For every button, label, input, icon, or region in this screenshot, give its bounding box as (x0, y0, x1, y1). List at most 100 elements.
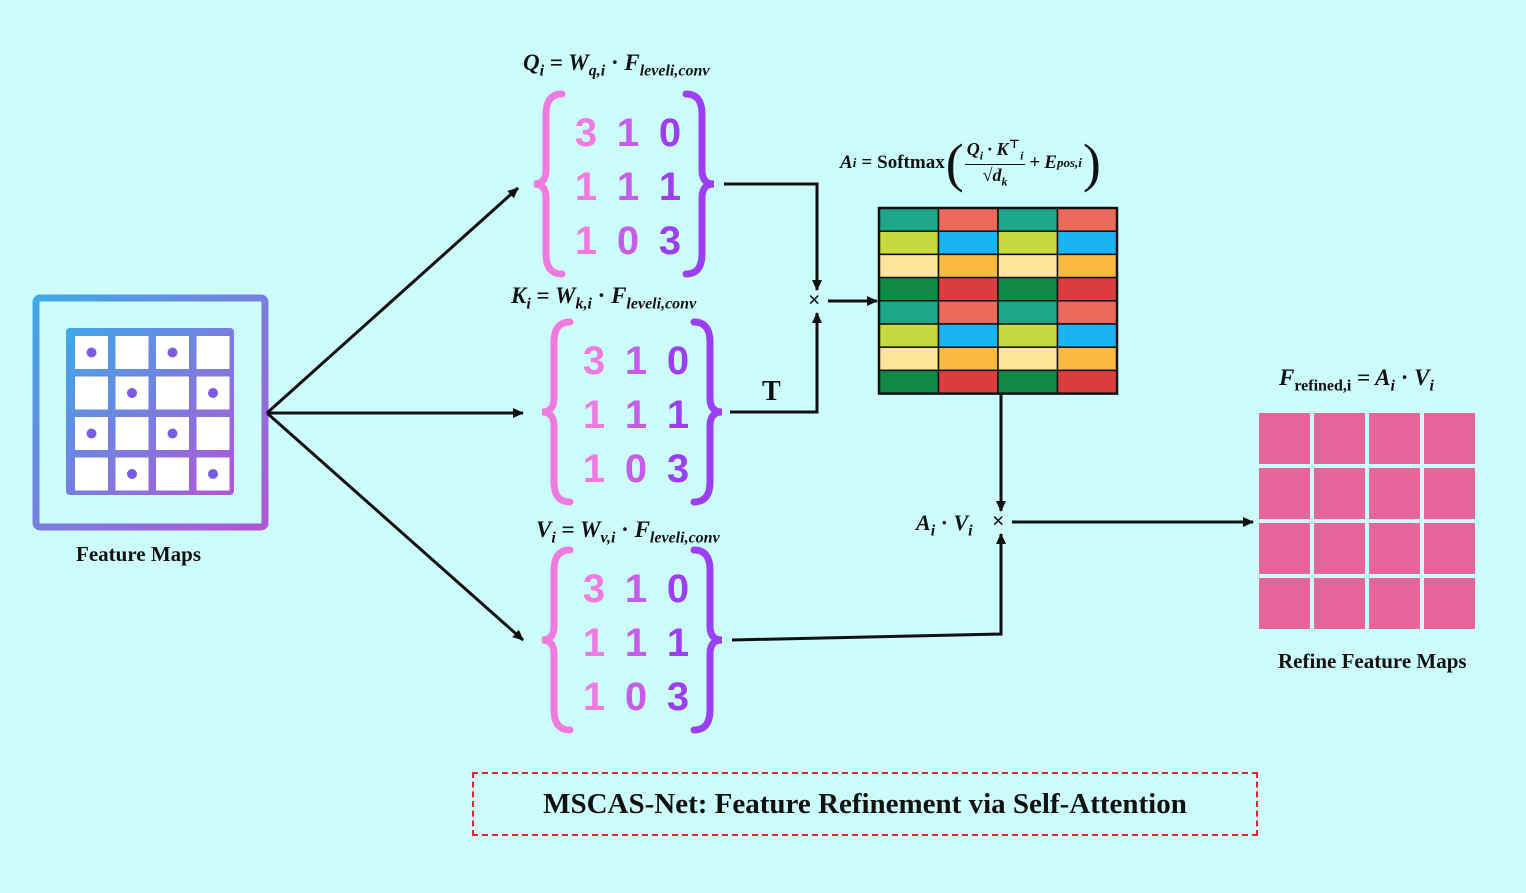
matrix-value: 3 (667, 675, 689, 719)
attention-cell (997, 369, 1059, 395)
left-brace (541, 546, 574, 734)
refined-cell (1259, 413, 1310, 464)
right-brace (682, 90, 715, 278)
feature-maps-label: Feature Maps (76, 542, 202, 566)
qk-connectors (724, 182, 878, 414)
key-equation: Ki = Wk,i · Fleveli,conv (511, 283, 697, 313)
matrix-value: 0 (617, 219, 639, 263)
attention-cell (878, 346, 940, 372)
matrix-value: 1 (583, 447, 605, 491)
attention-cell (937, 276, 999, 302)
matrix-value: 1 (617, 165, 639, 209)
refined-cell (1314, 578, 1365, 629)
feature-map-dot (127, 388, 137, 398)
refined-cell (1424, 468, 1475, 519)
attention-cell (997, 207, 1059, 232)
matrix-value: 1 (667, 621, 689, 665)
av-multiply-symbol: × (992, 508, 1005, 533)
feature-map-dot (208, 388, 218, 398)
attention-cell (1056, 207, 1118, 232)
attention-cell (1056, 346, 1118, 372)
feature-map-cell (156, 457, 189, 491)
matrix-value: 1 (667, 393, 689, 437)
matrix-value: 1 (583, 393, 605, 437)
refined-cell (1369, 468, 1420, 519)
attention-cell (878, 207, 940, 232)
query-equation: Qi = Wq,i · Fleveli,conv (523, 50, 710, 80)
attention-cell (997, 346, 1059, 372)
matrix-value: 3 (583, 339, 605, 383)
attention-cell (878, 323, 940, 348)
matrix-value: 0 (667, 339, 689, 383)
feature-map-dot (208, 469, 218, 479)
attention-cell (997, 253, 1059, 279)
av-connectors (731, 394, 1254, 642)
matrix-value: 1 (625, 567, 647, 611)
feature-map-cell (196, 336, 230, 369)
feature-map-dot (167, 347, 178, 358)
refined-cell (1259, 468, 1310, 519)
matrix-value: 3 (583, 567, 605, 611)
matrix-value: 1 (625, 339, 647, 383)
feature-map-dot (167, 428, 178, 439)
feature-map-dot (127, 469, 137, 479)
matrix-value: 1 (583, 621, 605, 665)
refined-cell (1369, 578, 1420, 629)
feature-map-cell (75, 376, 108, 410)
refined-cell (1424, 578, 1475, 629)
feature-map-cell (115, 417, 149, 450)
feature-map-dot (86, 347, 97, 358)
refined-cell (1314, 468, 1365, 519)
refined-equation: Frefined,i = Ai · Vi (1279, 365, 1434, 395)
matrix-value: 0 (625, 447, 647, 491)
qk-multiply-symbol: × (808, 287, 821, 312)
diagram-caption: MSCAS-Net: Feature Refinement via Self-A… (472, 772, 1258, 836)
attention-cell (937, 230, 999, 256)
matrix-value: 1 (575, 219, 597, 263)
refined-cell (1314, 523, 1365, 574)
feature-map-dot (86, 428, 97, 439)
value-to-product (731, 533, 1006, 642)
attention-cell (878, 276, 940, 302)
attention-cell (937, 323, 999, 348)
matrix-value: 1 (575, 165, 597, 209)
feature-map-icon (32, 294, 269, 531)
left-brace (541, 318, 574, 506)
left-brace (533, 90, 566, 278)
attention-cell (878, 253, 940, 279)
feature-map-cell (196, 417, 230, 450)
matrix-value: 0 (659, 111, 681, 155)
feature-map-cell (75, 457, 108, 491)
refined-cell (1424, 413, 1475, 464)
attention-cell (878, 230, 940, 256)
attention-cell (997, 230, 1059, 256)
refined-cell (1369, 413, 1420, 464)
attention-cell (1056, 276, 1118, 302)
matrix-value: 1 (583, 675, 605, 719)
attention-cell (1056, 323, 1118, 348)
attention-border (877, 206, 1119, 395)
attention-cell (937, 207, 999, 232)
refine-feature-maps-label: Refine Feature Maps (1278, 649, 1467, 673)
matrix-value: 3 (659, 219, 681, 263)
attention-cell (878, 369, 940, 395)
refined-cell (1259, 523, 1310, 574)
arrow-to-value (266, 411, 524, 642)
query-to-multiply (724, 182, 822, 291)
product-equation: Ai · Vi (916, 510, 973, 540)
matrix-value: 0 (625, 675, 647, 719)
matrix-value: 1 (659, 165, 681, 209)
attention-cell (937, 300, 999, 325)
attention-cell (997, 323, 1059, 348)
matrix-value: 3 (667, 447, 689, 491)
attention-cell (997, 300, 1059, 325)
right-brace (690, 318, 723, 506)
attention-cell (1056, 300, 1118, 325)
refined-cell (1314, 413, 1365, 464)
